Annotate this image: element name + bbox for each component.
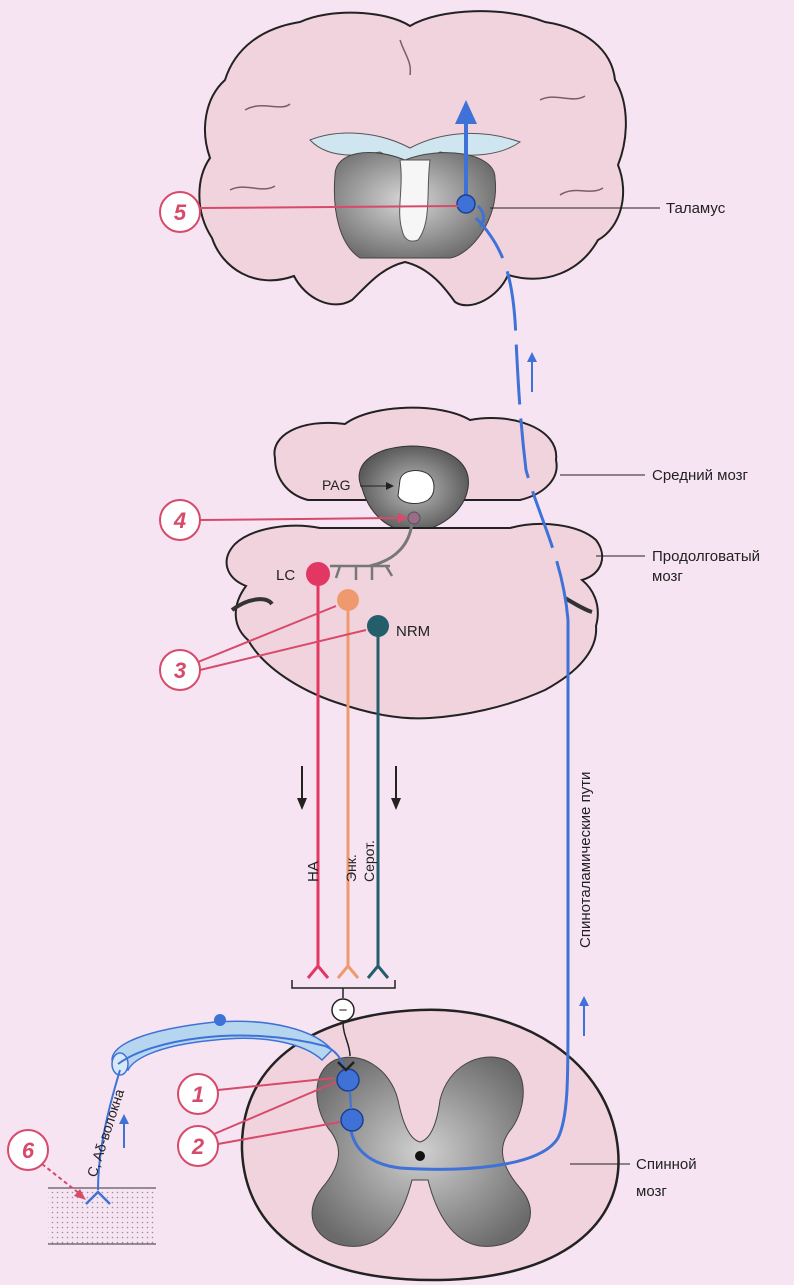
spinothalamic-label: Спиноталамические пути xyxy=(577,772,594,948)
pag-label: PAG xyxy=(322,477,351,493)
central-canal xyxy=(415,1151,425,1161)
ascending-arrowhead xyxy=(579,996,589,1006)
medulla-section xyxy=(227,524,603,718)
enk-neuron xyxy=(337,589,359,611)
pag-neuron xyxy=(408,512,420,524)
lc-neuron xyxy=(306,562,330,586)
thalamus-label: Таламус xyxy=(666,200,726,217)
brain-section xyxy=(199,11,626,305)
medulla-outline xyxy=(227,524,603,718)
nrm-neuron xyxy=(367,615,389,637)
ascending-arrowhead xyxy=(527,352,537,362)
medulla-label-line2: мозг xyxy=(652,568,683,585)
marker-number: 4 xyxy=(173,508,186,533)
na-terminal xyxy=(308,966,328,978)
spinal-label-line2: мозг xyxy=(636,1183,667,1200)
enk-terminal xyxy=(338,966,358,978)
ascending-arrowhead xyxy=(119,1114,129,1124)
midbrain-label: Средний мозг xyxy=(652,467,749,484)
marker-number: 1 xyxy=(192,1082,204,1107)
fibres-label: C, Aδ-волокна xyxy=(84,1087,128,1179)
spinal-label-line1: Спинной xyxy=(636,1156,697,1173)
interneuron-link xyxy=(350,1091,351,1109)
marker-number: 6 xyxy=(22,1138,35,1163)
descending-arrowhead xyxy=(391,798,401,810)
medulla-label-line1: Продолговатый xyxy=(652,548,760,565)
lc-label: LC xyxy=(276,567,295,584)
cerebral-aqueduct xyxy=(398,471,434,504)
dorsal-horn-neuron xyxy=(337,1069,359,1091)
descending-bracket xyxy=(292,980,395,988)
descending-arrowhead xyxy=(297,798,307,810)
enk-label: Энк. xyxy=(343,854,359,882)
dorsal-horn-neuron xyxy=(341,1109,363,1131)
marker-pointer xyxy=(200,518,400,520)
marker-number: 2 xyxy=(191,1134,205,1159)
inhibition-sign: − xyxy=(339,1002,348,1019)
spinal-cord-section xyxy=(242,1010,619,1280)
marker-number: 5 xyxy=(174,200,187,225)
serot-label: Серот. xyxy=(361,840,377,882)
marker-number: 3 xyxy=(174,658,186,683)
drg-cell-body xyxy=(214,1014,226,1026)
serot-terminal xyxy=(368,966,388,978)
thalamic-neuron xyxy=(457,195,475,213)
na-label: НА xyxy=(305,861,322,882)
nrm-label: NRM xyxy=(396,623,430,640)
